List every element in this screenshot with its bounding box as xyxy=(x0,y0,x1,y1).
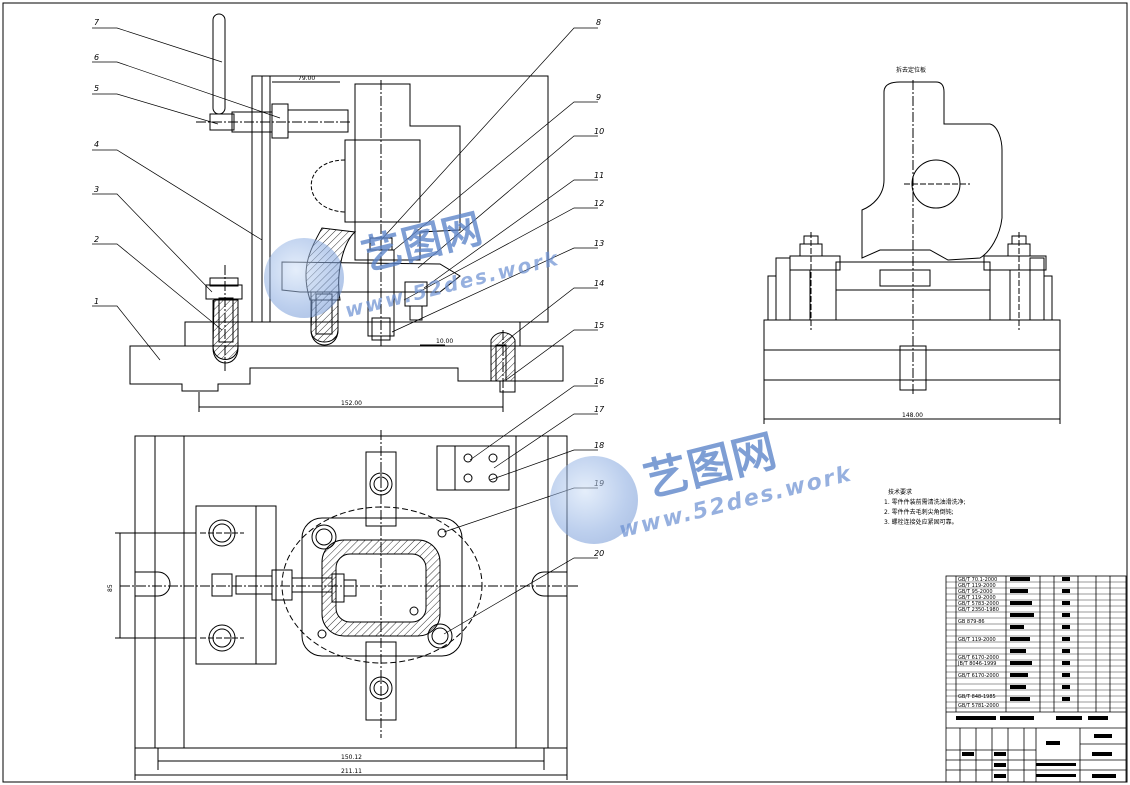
balloon-16: 16 xyxy=(594,377,604,386)
bom-standard: JB/T 8046-1999 xyxy=(957,661,997,667)
balloon-3: 3 xyxy=(94,185,99,194)
dimension-texts: 152.00 79.00 10.00 150.12 211.11 85 148.… xyxy=(107,66,926,775)
dim-front-small: 10.00 xyxy=(436,338,453,345)
balloon-20: 20 xyxy=(594,549,604,558)
balloon-14: 14 xyxy=(594,279,604,288)
bom-standard: GB/T 6170-2000 xyxy=(958,673,999,679)
bom-standard: GB 879-86 xyxy=(958,619,985,625)
balloon-18: 18 xyxy=(594,441,604,450)
balloon-17: 17 xyxy=(594,405,605,414)
bom-standard: GB/T 70.1-2000 xyxy=(958,577,997,583)
balloon-leaders xyxy=(92,27,598,635)
balloon-6: 6 xyxy=(94,53,99,62)
bom-standard: GB/T 848-1985 xyxy=(958,694,996,700)
balloon-5: 5 xyxy=(94,84,99,93)
dim-plan-inner: 150.12 xyxy=(341,754,362,761)
balloon-8: 8 xyxy=(596,18,601,27)
bom-standard: GB/T 6170-2000 xyxy=(958,655,999,661)
bom-standard: GB/T 2350-1980 xyxy=(958,607,999,613)
dim-front-width: 152.00 xyxy=(341,400,362,407)
bom-standard: GB/T 5781-2000 xyxy=(958,703,999,709)
balloon-2: 2 xyxy=(94,235,99,244)
plan-view xyxy=(115,430,580,780)
balloon-1: 1 xyxy=(94,297,99,306)
bom-standard: GB/T 119-2000 xyxy=(958,637,996,643)
dim-plan-outer: 211.11 xyxy=(341,768,362,775)
note-item: 2. 零件件去毛刺尖角倒钝; xyxy=(884,509,954,516)
bom-standards: GB/T 70.1-2000 GB/T 119-2000 GB/T 95-200… xyxy=(957,577,999,709)
title-block-rows xyxy=(946,581,1126,709)
title-block xyxy=(945,575,1127,783)
bom-filled-cells xyxy=(956,577,1116,778)
bom-standard: GB/T 5783-2000 xyxy=(958,601,999,607)
note-item: 3. 螺栓连接处应紧固可靠。 xyxy=(884,519,958,526)
note-item: 1. 零件件装前需清洗油滑洗净; xyxy=(884,499,966,506)
technical-notes: 技术要求 1. 零件件装前需清洗油滑洗净; 2. 零件件去毛刺尖角倒钝; 3. … xyxy=(884,488,966,528)
bom-standard: GB/T 119-2000 xyxy=(958,595,996,601)
balloon-13: 13 xyxy=(594,239,604,248)
front-view xyxy=(129,13,564,412)
dim-side-width: 148.00 xyxy=(902,412,923,419)
balloon-7: 7 xyxy=(94,18,100,27)
balloon-11: 11 xyxy=(594,171,604,180)
side-view-label: 拆去定位板 xyxy=(896,66,926,74)
dim-front-top: 79.00 xyxy=(298,75,315,82)
bom-standard: GB/T 119-2000 xyxy=(958,583,996,589)
balloon-19: 19 xyxy=(594,479,604,488)
balloon-4: 4 xyxy=(94,140,99,149)
notes-heading: 技术要求 xyxy=(888,489,913,496)
balloon-12: 12 xyxy=(594,199,604,208)
balloon-15: 15 xyxy=(594,321,604,330)
dim-plan-left: 85 xyxy=(107,584,114,592)
balloon-9: 9 xyxy=(596,93,601,102)
balloon-10: 10 xyxy=(594,127,604,136)
bom-standard: GB/T 95-2000 xyxy=(958,589,993,595)
side-view xyxy=(763,80,1061,424)
